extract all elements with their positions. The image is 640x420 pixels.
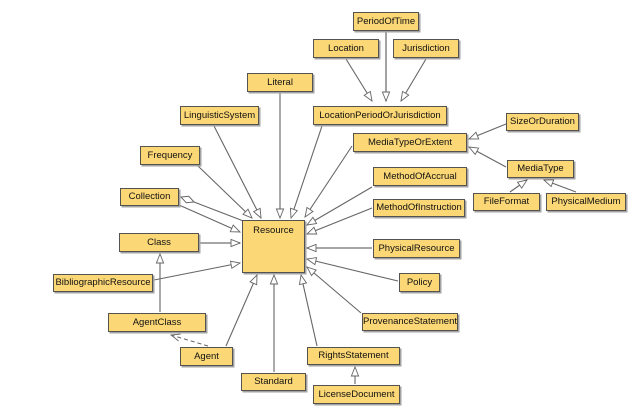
edge-Jurisdiction-LocationPeriodOrJurisdiction-gen bbox=[401, 58, 427, 101]
edge-Collection-Resource-gen bbox=[178, 204, 240, 233]
edge-MethodOfInstruction-Resource-gen bbox=[307, 207, 373, 235]
edge-Agent-AgentClass-dep bbox=[171, 335, 209, 347]
edge-Frequency-Resource-gen bbox=[197, 165, 252, 218]
edge-Location-LocationPeriodOrJurisdiction-gen bbox=[345, 58, 372, 101]
edge-FileFormat-MediaType-gen bbox=[509, 180, 527, 193]
edge-RightsStatement-Resource-gen bbox=[301, 275, 318, 347]
edge-Resource-Collection-agg bbox=[181, 197, 247, 223]
edge-MediaType-MediaTypeOrExtent-gen bbox=[469, 147, 507, 168]
edge-LinguisticSystem-Resource-gen bbox=[213, 125, 261, 218]
edge-SizeOrDuration-MediaTypeOrExtent-gen bbox=[469, 123, 507, 140]
edge-MethodOfAccrual-Resource-gen bbox=[307, 186, 373, 225]
edge-Agent-Resource-gen bbox=[225, 275, 258, 347]
edge-ProvenanceStatement-Resource-gen bbox=[307, 267, 362, 314]
edge-Policy-Resource-gen bbox=[307, 259, 399, 282]
edge-BibliographicResource-Resource-gen bbox=[153, 263, 240, 281]
edge-LocationPeriodOrJurisdiction-Resource-gen bbox=[291, 125, 323, 218]
edge-PhysicalMedium-MediaType-gen bbox=[544, 180, 577, 193]
edge-MediaTypeOrExtent-Resource-gen bbox=[305, 145, 353, 217]
